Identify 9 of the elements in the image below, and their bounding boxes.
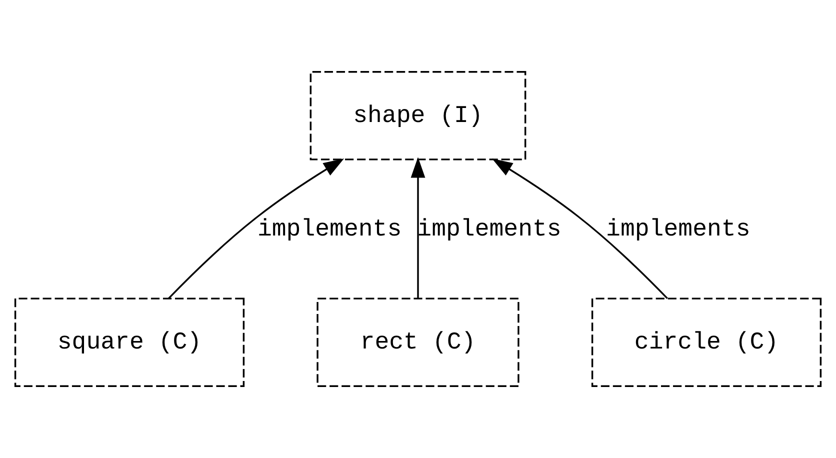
node-box: square (C) xyxy=(14,298,245,387)
edge-label: implements xyxy=(257,216,402,244)
arrow xyxy=(492,158,668,300)
node-box: rect (C) xyxy=(316,298,520,387)
node-box: shape (I) xyxy=(310,71,526,160)
arrow xyxy=(410,157,426,298)
node-box: circle (C) xyxy=(591,298,822,387)
edge-label: implements xyxy=(606,216,750,244)
arrow xyxy=(168,158,344,300)
